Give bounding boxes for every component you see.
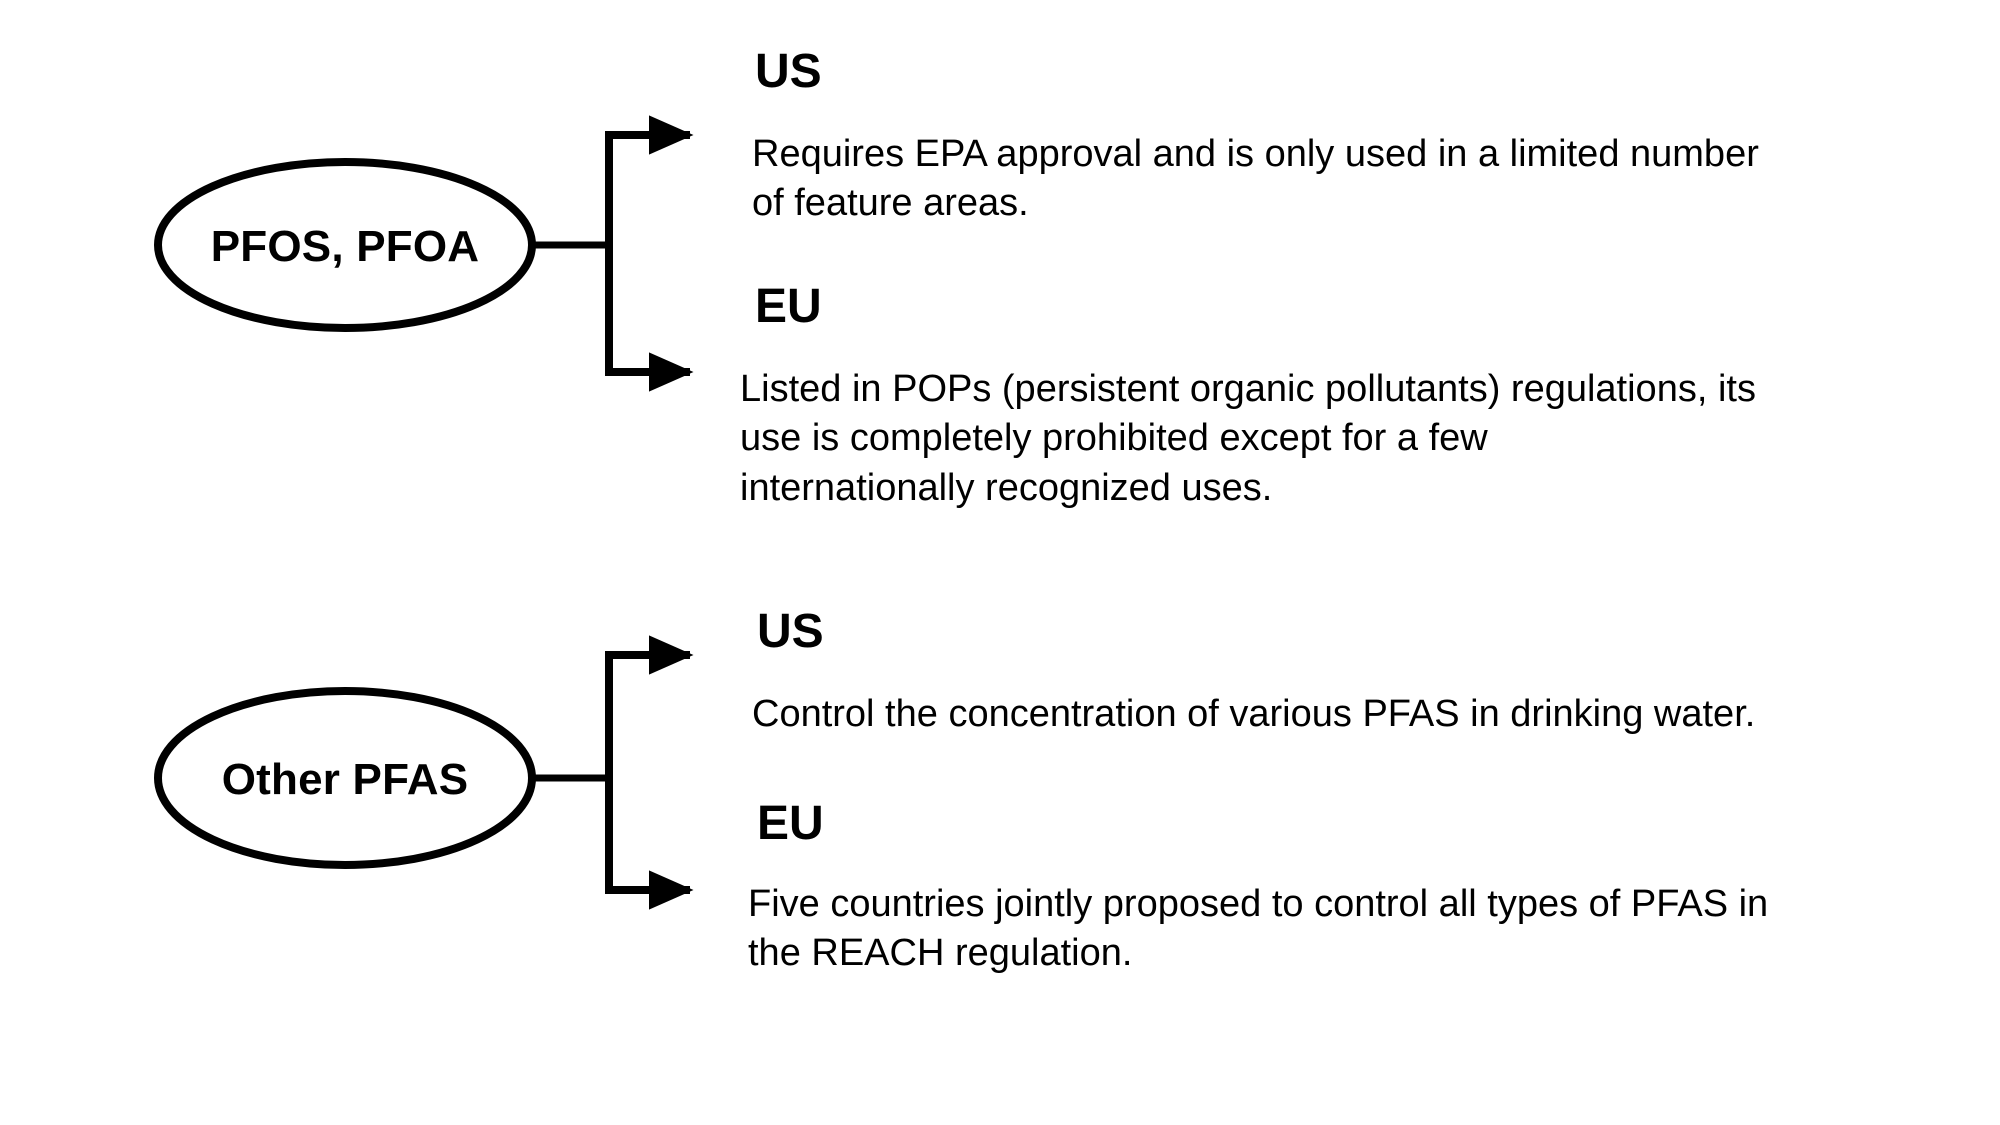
- node-label-pfos-pfoa: PFOS, PFOA: [210, 222, 480, 271]
- branch-heading-group-2-eu: EU: [757, 797, 824, 850]
- branch-body-line: Five countries jointly proposed to contr…: [748, 883, 1769, 925]
- node-label-other-pfas: Other PFAS: [221, 755, 469, 804]
- branch-heading-group-1-eu: EU: [755, 280, 822, 333]
- branch-body-line: use is completely prohibited except for …: [740, 417, 1488, 460]
- branch-body-line: Requires EPA approval and is only used i…: [752, 133, 1759, 175]
- branch-body-line: Listed in POPs (persistent organic pollu…: [740, 368, 1756, 410]
- branch-body-group-2-us: Control the concentration of various PFA…: [752, 690, 1755, 739]
- branch-body-line: of feature areas.: [752, 182, 1029, 225]
- branch-body-group-1-eu: Listed in POPs (persistent organic pollu…: [740, 365, 1756, 513]
- branch-body-line: internationally recognized uses.: [740, 466, 1273, 509]
- branch-heading-group-1-us: US: [755, 45, 822, 98]
- branch-body-line: the REACH regulation.: [748, 932, 1133, 975]
- branch-body-group-2-eu: Five countries jointly proposed to contr…: [748, 880, 1768, 979]
- branch-body-line: Control the concentration of various PFA…: [752, 693, 1756, 735]
- branch-body-group-1-us: Requires EPA approval and is only used i…: [752, 130, 1759, 229]
- branch-heading-group-2-us: US: [757, 605, 824, 658]
